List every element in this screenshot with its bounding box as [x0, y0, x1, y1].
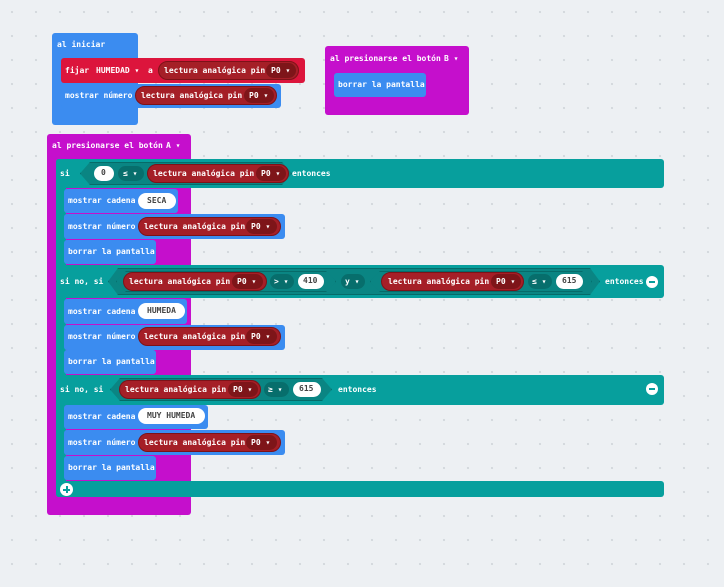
plus-circle-icon[interactable] — [60, 483, 73, 496]
show-number-label: mostrar número — [65, 91, 133, 100]
minus-circle-icon[interactable] — [646, 383, 658, 395]
analog-read-block[interactable] — [135, 86, 277, 105]
on-start-label: al iniciar — [57, 40, 106, 49]
string-input[interactable]: HUMEDA — [138, 303, 185, 319]
if-block-footer — [56, 481, 664, 497]
operator-dropdown[interactable] — [528, 274, 552, 289]
string-input[interactable]: SECA — [138, 193, 176, 209]
set-label: fijar — [65, 66, 90, 75]
clear-screen-block[interactable] — [64, 350, 156, 374]
operator-dropdown[interactable] — [118, 166, 144, 181]
analog-read-label: lectura analógica pin — [164, 66, 266, 75]
minus-circle-icon[interactable] — [646, 276, 658, 288]
number-input[interactable]: 615 — [556, 274, 583, 289]
pin-dropdown[interactable] — [228, 382, 258, 397]
operator-dropdown[interactable] — [264, 382, 289, 397]
button-b-dropdown[interactable]: B ▾ — [444, 54, 459, 63]
pin-dropdown[interactable] — [266, 63, 296, 78]
if-label: si — [60, 169, 70, 178]
pin-dropdown[interactable] — [491, 274, 521, 289]
analog-read-block[interactable] — [138, 217, 281, 236]
clear-screen-block[interactable] — [64, 240, 156, 264]
else-if-label: si no, si — [60, 277, 104, 286]
pin-dropdown[interactable] — [256, 166, 286, 181]
variable-dropdown[interactable]: HUMEDAD ▾ — [96, 66, 140, 75]
pin-dropdown[interactable] — [246, 329, 277, 344]
analog-read-block[interactable] — [147, 164, 289, 183]
then-label: entonces — [292, 169, 331, 178]
number-input[interactable]: 410 — [298, 274, 324, 289]
analog-read-block[interactable] — [123, 272, 267, 291]
clear-screen-block[interactable] — [64, 456, 156, 480]
number-input[interactable]: 0 — [94, 166, 114, 181]
and-dropdown[interactable] — [341, 274, 365, 289]
if-block-spine — [56, 159, 66, 497]
pin-dropdown[interactable] — [244, 88, 274, 103]
analog-read-block[interactable] — [138, 327, 281, 346]
pin-dropdown[interactable] — [232, 274, 263, 289]
analog-read-block[interactable] — [119, 380, 261, 399]
clear-screen-block[interactable] — [334, 73, 426, 97]
analog-read-block[interactable] — [158, 61, 299, 80]
on-button-b-label: al presionarse el botón — [330, 54, 441, 63]
pin-dropdown[interactable] — [246, 435, 277, 450]
operator-dropdown[interactable] — [270, 274, 294, 289]
string-input[interactable]: MUY HUMEDA — [138, 408, 205, 424]
to-label: a — [148, 66, 153, 75]
pin-dropdown[interactable] — [246, 219, 277, 234]
number-input[interactable]: 615 — [293, 382, 321, 397]
analog-read-block[interactable] — [138, 433, 281, 452]
analog-read-block[interactable] — [381, 272, 524, 291]
button-a-dropdown[interactable]: A ▾ — [166, 141, 181, 150]
clear-screen-label: borrar la pantalla — [338, 80, 425, 89]
on-button-a-label: al presionarse el botón — [52, 141, 163, 150]
